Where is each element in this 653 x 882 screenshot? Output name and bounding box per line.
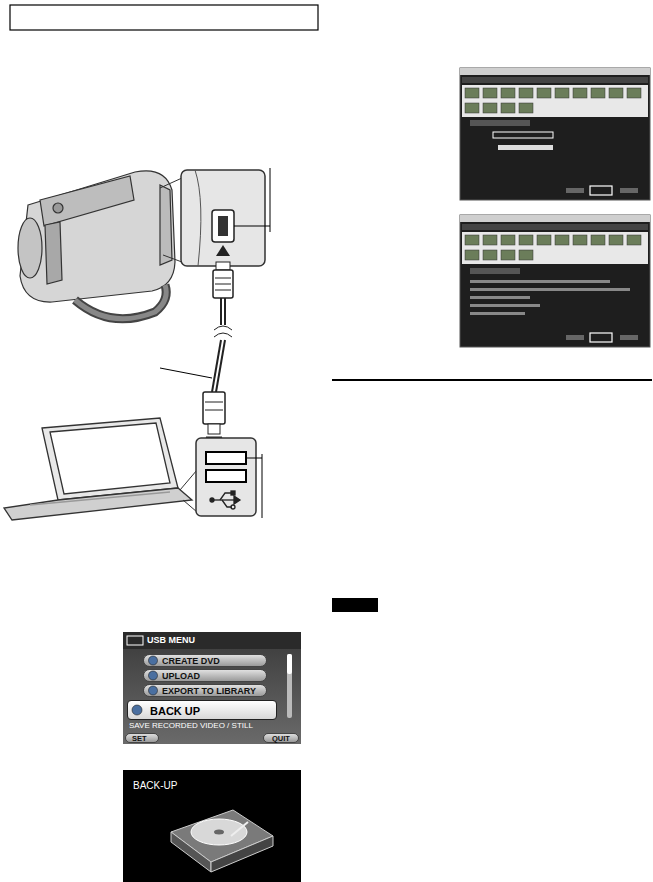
camcorder-drawing (18, 171, 175, 319)
menu-icon (144, 685, 160, 698)
menu-icon (144, 655, 160, 668)
screen-label: CREATE DVD (162, 657, 220, 667)
screen-label: QUIT (272, 735, 290, 743)
screen-label: BACK-UP (133, 780, 177, 791)
menu-button: QUIT (263, 733, 299, 743)
menu-icon (144, 670, 160, 683)
menu-button: UPLOAD (143, 669, 267, 682)
screen-label: SET (132, 735, 147, 743)
screen-label: BACK UP (150, 705, 200, 717)
pc-port-inset (196, 438, 262, 518)
laptop-drawing (4, 418, 197, 520)
menu-button: SET (125, 733, 159, 743)
software-screenshot (460, 68, 650, 347)
usb-symbol (210, 491, 240, 509)
section-rule (332, 379, 652, 381)
menu-icon (128, 701, 144, 721)
port-inset (160, 168, 270, 266)
screen-label: EXPORT TO LIBRARY (162, 687, 256, 697)
note-badge (332, 598, 378, 612)
usb-cable (160, 262, 233, 448)
menu-button: CREATE DVD (143, 654, 267, 667)
menu-button: EXPORT TO LIBRARY (143, 684, 267, 697)
heading-box (10, 5, 318, 30)
menu-button: BACK UP (127, 700, 277, 720)
screen-hint: SAVE RECORDED VIDEO / STILL (129, 722, 253, 731)
screen-label: UPLOAD (162, 672, 200, 682)
lcd-screen: USB MENU SAVE RECORDED VIDEO / STILL CREAT… (123, 632, 301, 744)
lcd-screen: BACK-UP (123, 770, 301, 882)
screen-label: USB MENU (147, 636, 195, 646)
